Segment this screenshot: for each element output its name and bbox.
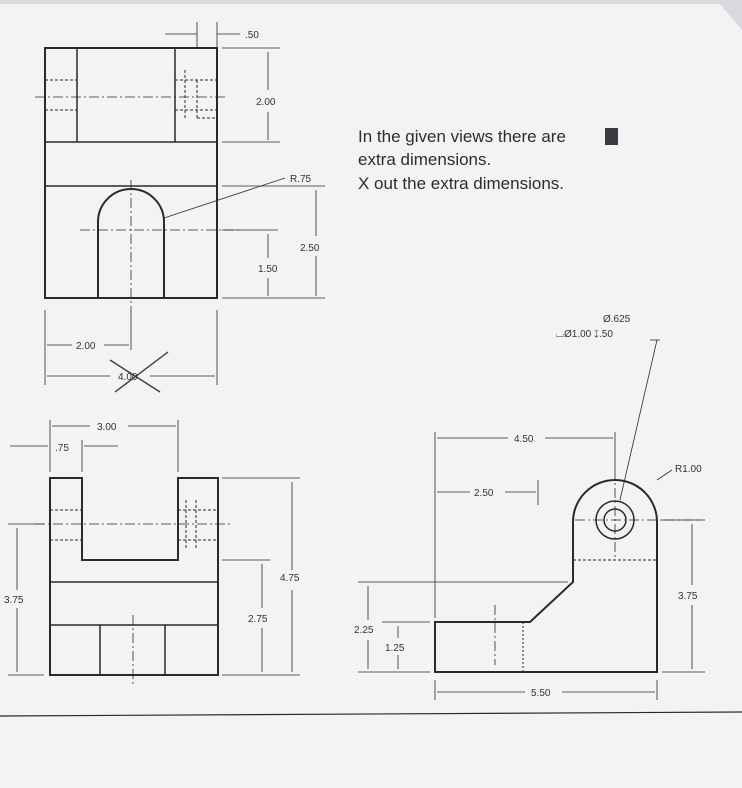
dim-050: .50 xyxy=(245,30,259,41)
dim-550: 5.50 xyxy=(531,688,551,699)
dim-125: 1.25 xyxy=(385,643,405,654)
dim-400-crossed: 4.00 xyxy=(118,372,138,383)
dim-250-side: 2.50 xyxy=(474,488,494,499)
dim-275: 2.75 xyxy=(248,614,268,625)
dim-250-top: 2.50 xyxy=(300,243,320,254)
instruction-line-1: In the given views there are xyxy=(358,127,566,146)
side-view-dimension-lines xyxy=(358,339,705,700)
instruction-note: In the given views there are extra dimen… xyxy=(358,127,618,193)
dim-r075: R.75 xyxy=(290,174,312,185)
dim-200-width: 2.00 xyxy=(76,341,96,352)
front-view xyxy=(35,477,230,685)
sheet-border-line xyxy=(0,711,742,717)
redacted-count-marker xyxy=(605,128,618,145)
dim-225: 2.25 xyxy=(354,625,374,636)
top-view-dimension-lines xyxy=(44,22,325,385)
dim-r100: R1.00 xyxy=(675,464,702,475)
instruction-line-3: X out the extra dimensions. xyxy=(358,174,564,193)
dim-475: 4.75 xyxy=(280,573,300,584)
dim-200-height: 2.00 xyxy=(256,97,276,108)
paper xyxy=(0,4,742,788)
cross-out-mark xyxy=(109,351,169,393)
dim-300: 3.00 xyxy=(97,422,117,433)
dim-counterbore: ⌴Ø1.00 ↧.50 xyxy=(556,329,613,340)
front-view-dimension-lines xyxy=(8,420,300,676)
dim-150: 1.50 xyxy=(258,264,278,275)
dim-375-side: 3.75 xyxy=(678,591,698,602)
dim-hole-diameter: Ø.625 xyxy=(603,314,631,325)
top-view xyxy=(35,47,240,310)
side-view xyxy=(434,470,700,673)
dim-375-front: 3.75 xyxy=(4,595,24,606)
dim-450: 4.50 xyxy=(514,434,534,445)
instruction-line-2: extra dimensions. xyxy=(358,150,491,169)
dim-075: .75 xyxy=(55,443,69,454)
